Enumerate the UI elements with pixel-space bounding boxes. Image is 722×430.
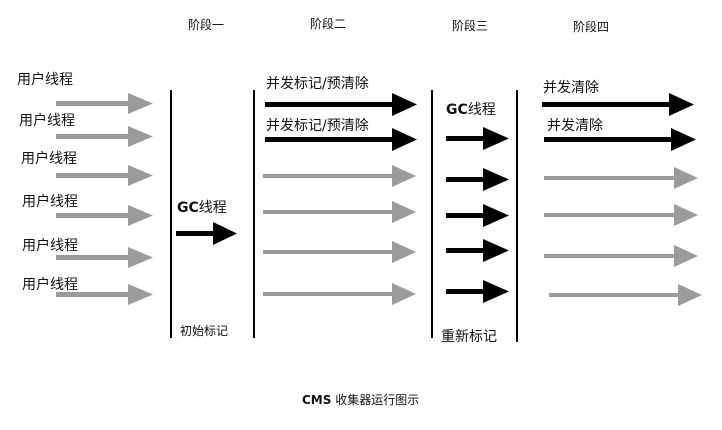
gc-thread-label-1: GC线程 [177, 200, 227, 216]
user-arrow [544, 204, 698, 226]
caption-bold: CMS [302, 393, 331, 407]
phase1-user-arrows [56, 93, 153, 305]
user-arrow [56, 93, 153, 114]
gc-prefix: GC [446, 102, 468, 118]
gc-suffix: 线程 [468, 102, 496, 118]
user-arrow [56, 205, 153, 226]
concurrent-sweep-label-1: 并发清除 [543, 80, 599, 96]
stage-title-4: 阶段四 [573, 19, 609, 34]
user-arrow [544, 245, 698, 267]
user-thread-label-3: 用户线程 [21, 150, 77, 167]
user-arrow [56, 126, 153, 147]
initial-mark-label: 初始标记 [180, 324, 228, 338]
gc-prefix: GC [177, 200, 199, 216]
phase3-gc-arrows [446, 127, 509, 303]
gc-arrow [446, 204, 509, 227]
user-thread-label-4: 用户线程 [22, 193, 78, 210]
phase2-user-arrows [263, 165, 416, 305]
user-thread-label-2: 用户线程 [19, 112, 75, 129]
gc-thread-label-2: GC线程 [446, 102, 496, 118]
diagram-caption: CMS 收集器运行图示 [302, 392, 419, 407]
gc-arrow [446, 280, 509, 303]
user-arrow [263, 283, 416, 305]
stage-title-2: 阶段二 [310, 16, 346, 31]
user-arrow [263, 201, 416, 223]
gc-arrow [265, 93, 417, 116]
user-arrow [56, 284, 153, 305]
gc-arrow-phase1 [176, 222, 237, 245]
gc-arrow [446, 127, 509, 150]
gc-arrow [544, 128, 696, 151]
user-arrow [56, 165, 153, 186]
gc-suffix: 线程 [199, 200, 227, 216]
gc-arrow [542, 93, 694, 116]
user-thread-label-5: 用户线程 [22, 237, 78, 254]
phase4-gc-arrows [542, 93, 696, 151]
user-thread-label-1: 用户线程 [17, 71, 73, 88]
concurrent-sweep-label-2: 并发清除 [547, 118, 603, 134]
stage-title-1: 阶段一 [188, 17, 224, 32]
remark-label: 重新标记 [441, 329, 497, 345]
user-arrow [56, 247, 153, 268]
caption-rest: 收集器运行图示 [331, 392, 419, 407]
gc-arrow [446, 239, 509, 262]
gc-arrow [446, 168, 509, 191]
phase2-gc-arrows [265, 93, 417, 151]
stage-title-3: 阶段三 [452, 18, 488, 33]
concurrent-mark-label-2: 并发标记/预清除 [266, 118, 369, 134]
user-arrow [263, 241, 416, 263]
concurrent-mark-label-1: 并发标记/预清除 [266, 76, 369, 92]
gc-arrow [265, 128, 417, 151]
user-arrow [549, 284, 702, 306]
user-thread-label-6: 用户线程 [22, 276, 78, 293]
user-arrow [263, 165, 416, 187]
user-arrow [544, 167, 698, 189]
phase4-user-arrows [544, 167, 702, 306]
